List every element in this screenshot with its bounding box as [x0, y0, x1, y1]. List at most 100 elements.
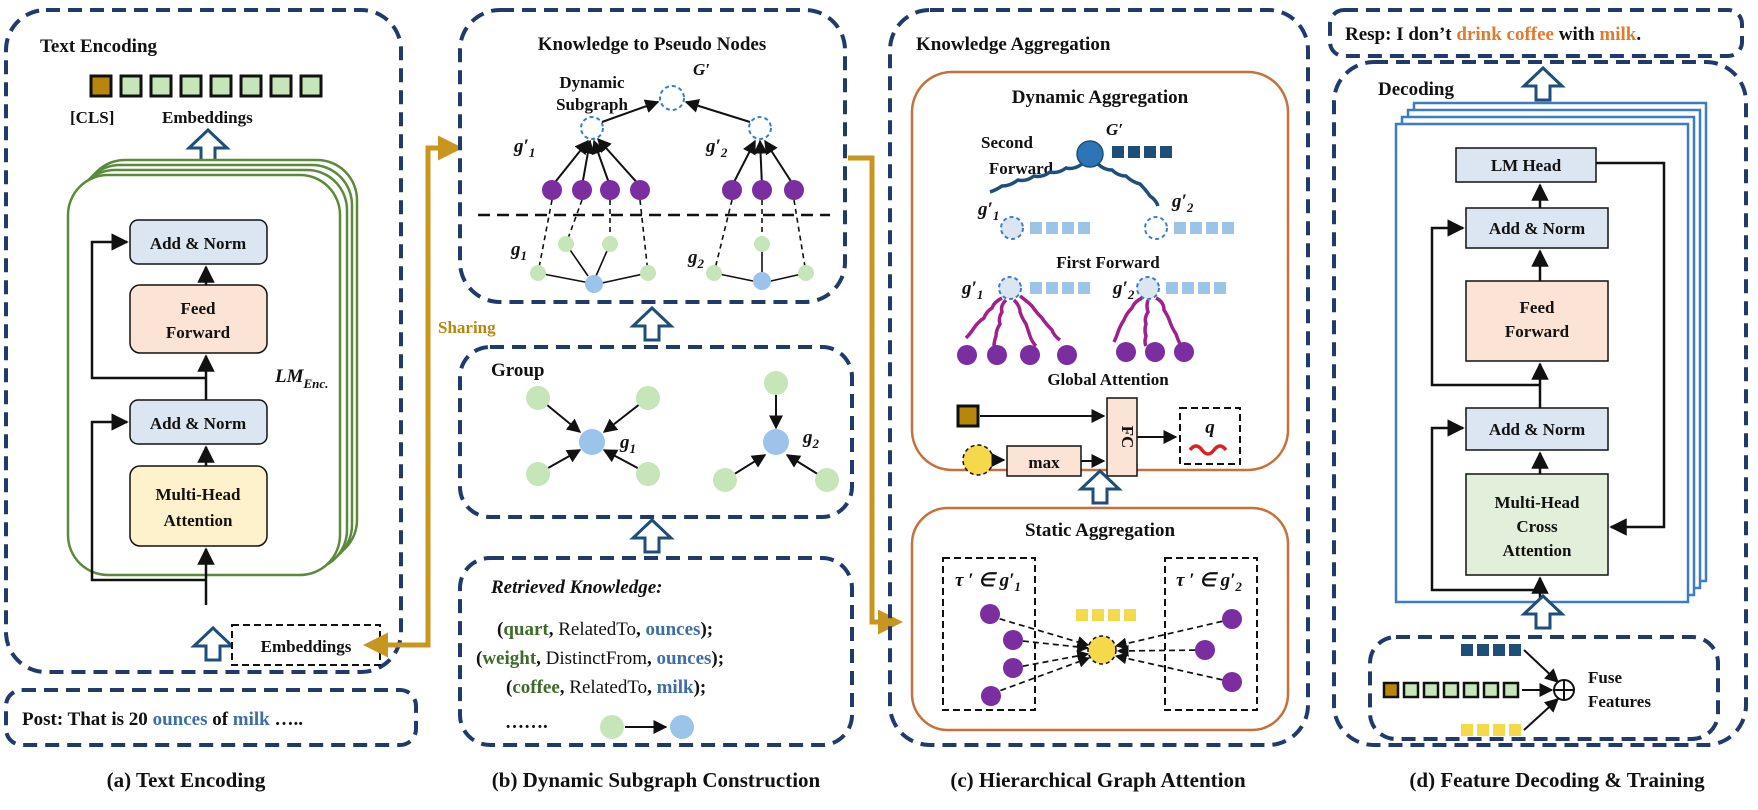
svg-text:τ ′ ∈ g′2: τ ′ ∈ g′2	[1176, 570, 1242, 594]
sharing-connector: Sharing	[363, 135, 496, 658]
caption-c: (c) Hierarchical Graph Attention	[950, 768, 1246, 792]
yellow-feature-node	[962, 444, 994, 476]
token-embeddings	[119, 74, 323, 98]
g1-label: g1	[510, 239, 527, 263]
caption-a: (a) Text Encoding	[107, 768, 266, 792]
svg-text:Cross: Cross	[1516, 517, 1558, 536]
svg-text:Add & Norm: Add & Norm	[1489, 219, 1585, 238]
blue-center-node	[753, 272, 771, 290]
svg-text:Feed: Feed	[181, 299, 216, 318]
post-text: Post: That is 20 ounces of milk …..	[22, 709, 303, 730]
panel-c-title: Knowledge Aggregation	[916, 34, 1111, 55]
svg-text:Forward: Forward	[166, 323, 231, 342]
svg-text:Add & Norm: Add & Norm	[1489, 420, 1585, 439]
green-nodes-b	[530, 236, 814, 281]
svg-text:Features: Features	[1588, 692, 1651, 711]
max-pool-box	[1006, 445, 1082, 477]
dec-add-norm-bottom	[1465, 407, 1609, 451]
panel-c-frame	[888, 8, 1310, 747]
triple-1: (quart, RelatedTo, ounces);	[497, 619, 713, 640]
svg-text:G′: G′	[693, 60, 710, 79]
svg-text:q: q	[1205, 417, 1215, 438]
caption-d: (d) Feature Decoding & Training	[1409, 768, 1705, 792]
svg-text:Add & Norm: Add & Norm	[150, 234, 246, 253]
post-box	[4, 688, 418, 747]
svg-text:Forward: Forward	[1505, 322, 1570, 341]
retrieved-title: Retrieved Knowledge:	[490, 577, 663, 598]
svg-text:Multi-Head: Multi-Head	[156, 485, 242, 504]
response-box	[1328, 8, 1744, 58]
g2-label: g2	[687, 247, 705, 271]
up-arrow-icon	[1520, 593, 1566, 630]
g2-prime-node	[748, 116, 772, 140]
purple-nodes-c	[957, 342, 1194, 365]
yellow-feature	[1461, 724, 1521, 736]
panel-a-title: Text Encoding	[40, 36, 158, 57]
enc-add-norm-bottom	[129, 399, 268, 445]
lm-head-box	[1455, 147, 1597, 183]
group-center-node-1	[579, 429, 605, 455]
green-nodes-group	[526, 371, 839, 492]
enc-input-embeddings	[231, 624, 381, 666]
triple-2: (weight, DistinctFrom, ounces);	[476, 648, 724, 669]
svg-text:g′1: g′1	[961, 278, 983, 302]
triple-list: (quart, RelatedTo, ounces); (weight, Dis…	[476, 619, 724, 698]
up-arrow-icon	[1077, 468, 1123, 505]
tau-g2-group	[1164, 557, 1258, 711]
svg-text:g′1: g′1	[977, 199, 999, 223]
yellow-aggregate-node	[1087, 635, 1117, 665]
dec-feed-forward	[1465, 280, 1609, 362]
panel-d-decoding: Resp: I don’t drink coffee with milk. De…	[1328, 8, 1748, 792]
group-g2-label: g2	[802, 427, 820, 451]
token-features	[1402, 681, 1520, 699]
first-forward-edges	[964, 294, 1182, 348]
svg-text:G′: G′	[1106, 120, 1123, 139]
fc-box	[1106, 397, 1138, 477]
enc-add-norm-top	[129, 219, 268, 265]
g2-prime-node	[1144, 216, 1168, 240]
query-wave-icon	[1188, 444, 1228, 456]
dynamic-aggregation-title: Dynamic Aggregation	[1012, 87, 1189, 108]
up-arrow-icon	[185, 127, 231, 164]
svg-text:Attention: Attention	[1503, 541, 1572, 560]
up-arrow-icon	[190, 625, 236, 662]
g-prime-feature	[1112, 146, 1172, 158]
second-forward-edge	[989, 162, 1084, 194]
dec-add-norm-top	[1465, 207, 1609, 249]
gold-connector-bc	[848, 155, 903, 635]
knowledge-to-pseudo-box	[458, 8, 847, 304]
cls-token	[956, 404, 980, 428]
svg-text:τ ′ ∈ g′1: τ ′ ∈ g′1	[955, 570, 1021, 594]
cls-token	[89, 74, 113, 98]
global-attention-label: Global Attention	[1047, 370, 1169, 389]
dec-multi-head-cross-attention	[1465, 473, 1609, 576]
response-text: Resp: I don’t drink coffee with milk.	[1345, 24, 1641, 45]
svg-text:Second: Second	[981, 133, 1034, 152]
g1-prime-label: g′1	[513, 136, 535, 160]
group-center-node-2	[763, 429, 789, 455]
panel-a-text-encoding: Text Encoding [CLS] Embeddings Add & Nor…	[4, 8, 418, 792]
static-aggregation-title: Static Aggregation	[1025, 520, 1175, 541]
svg-text:Feed: Feed	[1520, 298, 1555, 317]
g2-prime-label: g′2	[705, 136, 728, 160]
purple-nodes-b	[542, 180, 804, 200]
retrieved-knowledge-box	[458, 556, 854, 747]
svg-text:g′2: g′2	[1112, 278, 1135, 302]
svg-text:LM Head: LM Head	[1491, 156, 1562, 175]
svg-text:Fuse: Fuse	[1588, 668, 1622, 687]
panel-b-subgraph: Knowledge to Pseudo Nodes Dynamic Subgra…	[458, 8, 854, 792]
blue-node-icon	[670, 715, 694, 739]
svg-text:Embeddings: Embeddings	[261, 637, 352, 656]
svg-text:Subgraph: Subgraph	[556, 95, 628, 114]
fuse-features-box	[1368, 635, 1720, 741]
up-arrow-icon	[629, 305, 675, 342]
green-node-icon	[600, 715, 624, 739]
purple-nodes-static	[980, 604, 1242, 706]
group-title: Group	[491, 360, 545, 381]
up-arrow-icon	[1520, 65, 1566, 102]
group-g1-label: g1	[619, 432, 636, 456]
svg-text:Dynamic: Dynamic	[559, 73, 625, 92]
second-forward-edge	[1096, 162, 1160, 207]
panel-d-frame	[1332, 60, 1748, 747]
